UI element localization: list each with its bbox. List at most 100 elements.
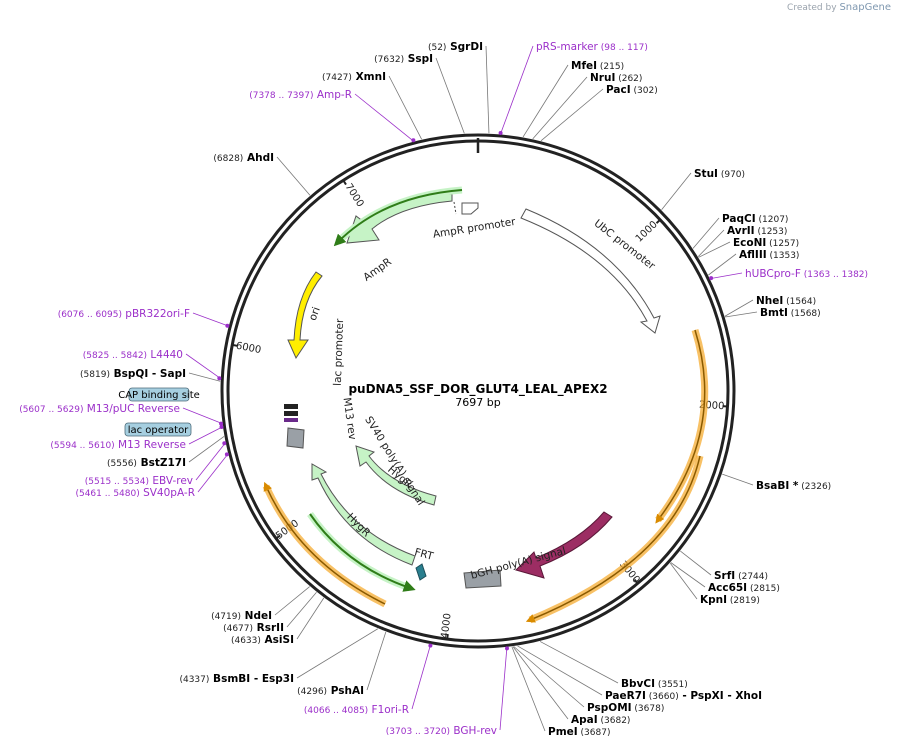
site-ndei-label: (4719) NdeI — [211, 610, 272, 622]
primer-f1ori-r-label: (4066 .. 4085) F1ori-R — [304, 704, 409, 716]
primer-prs-marker-leader — [500, 45, 534, 135]
site-nhei-label: NheI (1564) — [756, 295, 816, 307]
cap-binding-site-label: CAP binding site — [118, 390, 200, 401]
site-paqci-leader — [692, 217, 720, 249]
orange-arc-lower-band — [528, 455, 704, 624]
tick-5000 — [275, 534, 281, 540]
site-paqci-label: PaqCI (1207) — [722, 213, 788, 225]
site-rsrii-label: (4677) RsrII — [223, 622, 284, 634]
primer-l4440-label: (5825 .. 5842) L4440 — [83, 349, 183, 361]
ubc-promoter-arrow — [520, 208, 661, 334]
sv40-polya-box — [286, 427, 305, 449]
site-paer7i-leader — [517, 645, 603, 696]
primer-f1ori-r-mark — [428, 643, 433, 648]
bgh-polya-box — [463, 569, 502, 589]
site-srfi-label: SrfI (2744) — [714, 570, 768, 582]
primer-ebv-rev-label: (5515 .. 5534) EBV-rev — [85, 475, 193, 487]
primer-hubcpro-f-leader — [710, 272, 743, 279]
primer-amp-r-primer-label: (7378 .. 7397) Amp-R — [249, 89, 352, 101]
site-bspqi-label: (5819) BspQI - SapI — [80, 368, 186, 380]
tick-label-7000: 7000 — [343, 182, 366, 209]
site-pmei-leader — [511, 646, 546, 732]
site-pshai-leader — [366, 631, 387, 691]
site-stui-label: StuI (970) — [694, 168, 745, 180]
m13-rev-block — [284, 418, 298, 422]
orange-arc-right-band — [655, 328, 709, 523]
hygr-inner-arrow — [355, 445, 437, 506]
hygr-green-arc — [309, 513, 416, 592]
orange-arc-lower — [525, 455, 701, 623]
primer-amp-r-primer-leader — [354, 93, 414, 142]
orange-arc-left-band — [262, 484, 387, 608]
site-sgrdi-label: (52) SgrDI — [428, 41, 483, 53]
m13-rev-label: M13 rev — [340, 397, 358, 441]
primer-bgh-rev-label: (3703 .. 3720) BGH-rev — [386, 725, 497, 737]
site-bbvci-label: BbvCI (3551) — [621, 678, 688, 690]
site-sspi-label: (7632) SspI — [374, 53, 433, 65]
site-srfi-leader — [680, 550, 712, 576]
lac-promoter-label: lac promoter — [332, 318, 346, 386]
primer-l4440-mark — [217, 376, 222, 381]
site-paci-label: PacI (302) — [606, 84, 658, 96]
site-apai-leader — [512, 646, 569, 720]
site-avrii-label: AvrII (1253) — [727, 225, 787, 237]
primer-bgh-rev-leader — [499, 647, 508, 731]
site-paci-leader — [540, 88, 604, 142]
primer-pbr322ori-f-label: (6076 .. 6095) pBR322ori-F — [58, 308, 190, 320]
tick-1000 — [655, 219, 661, 224]
site-bsabi-label: BsaBI * (2326) — [756, 480, 831, 492]
tick-4000 — [446, 634, 449, 640]
orange-arc-left — [263, 481, 386, 605]
site-xmni-leader — [388, 75, 422, 140]
ampr-promoter-arrow — [461, 202, 479, 215]
site-bsmbi-label: (4337) BsmBI - Esp3I — [179, 673, 294, 685]
site-paer7i-label: PaeR7I (3660) - PspXI - XhoI — [605, 690, 762, 702]
primer-m13-reverse-label: (5594 .. 5610) M13 Reverse — [50, 439, 186, 451]
credit-brand: SnapGene — [839, 2, 891, 13]
primer-m13-puc-reverse-label: (5607 .. 5629) M13/pUC Reverse — [19, 403, 180, 415]
site-pspomi-label: PspOMI (3678) — [587, 702, 664, 714]
site-apai-label: ApaI (3682) — [571, 714, 630, 726]
site-avrii-leader — [697, 229, 725, 257]
primer-hubcpro-f-mark — [709, 276, 714, 281]
primer-sv40pa-r-label: (5461 .. 5480) SV40pA-R — [75, 487, 195, 499]
tick-7000 — [342, 179, 347, 186]
lac-promoter-block — [284, 404, 298, 409]
site-nhei-leader — [724, 299, 754, 317]
credit-prefix: Created by — [787, 3, 837, 13]
primer-ebv-rev-mark — [222, 441, 227, 446]
site-aflii-label: AflIII (1353) — [739, 249, 799, 261]
site-rsrii-leader — [286, 591, 317, 628]
site-asisi-label: (4633) AsiSI — [231, 634, 294, 646]
hygr-outer-arrow — [311, 463, 416, 566]
site-econi-leader — [698, 241, 731, 258]
leader-lines — [182, 45, 758, 732]
site-kpni-label: KpnI (2819) — [700, 594, 760, 606]
ampr-outer-arc — [333, 189, 463, 247]
lac-operator-block — [284, 411, 298, 416]
primer-m13-puc-reverse-leader — [182, 407, 223, 424]
primer-m13-reverse-mark — [219, 424, 224, 429]
site-nrui-leader — [532, 76, 588, 140]
plasmid-length: 7697 bp — [455, 396, 500, 409]
backbone-outer — [220, 133, 736, 649]
lac-operator-label: lac operator — [128, 425, 189, 436]
site-pmei-label: PmeI (3687) — [548, 726, 610, 738]
site-nrui-label: NruI (262) — [590, 72, 642, 84]
primer-prs-marker-label: pRS-marker (98 .. 117) — [536, 41, 648, 53]
cap-binding-site-box — [128, 387, 190, 402]
tick-6000 — [232, 343, 238, 347]
site-stui-leader — [661, 172, 692, 210]
site-bsabi-leader — [722, 473, 754, 486]
tick-label-4000: 4000 — [440, 613, 454, 640]
bgh-polya-label: bGH poly(A) signal — [469, 545, 567, 582]
orange-arc-right — [655, 329, 706, 524]
site-acc65i-label: Acc65I (2815) — [708, 582, 780, 594]
plasmid-name: puDNA5_SSF_DOR_GLUT4_LEAL_APEX2 — [348, 382, 607, 397]
primer-amp-r-primer-mark — [411, 138, 416, 143]
frt-label: FRT — [413, 546, 435, 563]
apex2-arrow — [515, 511, 613, 579]
tick-label-1000: 1000 — [634, 219, 660, 244]
